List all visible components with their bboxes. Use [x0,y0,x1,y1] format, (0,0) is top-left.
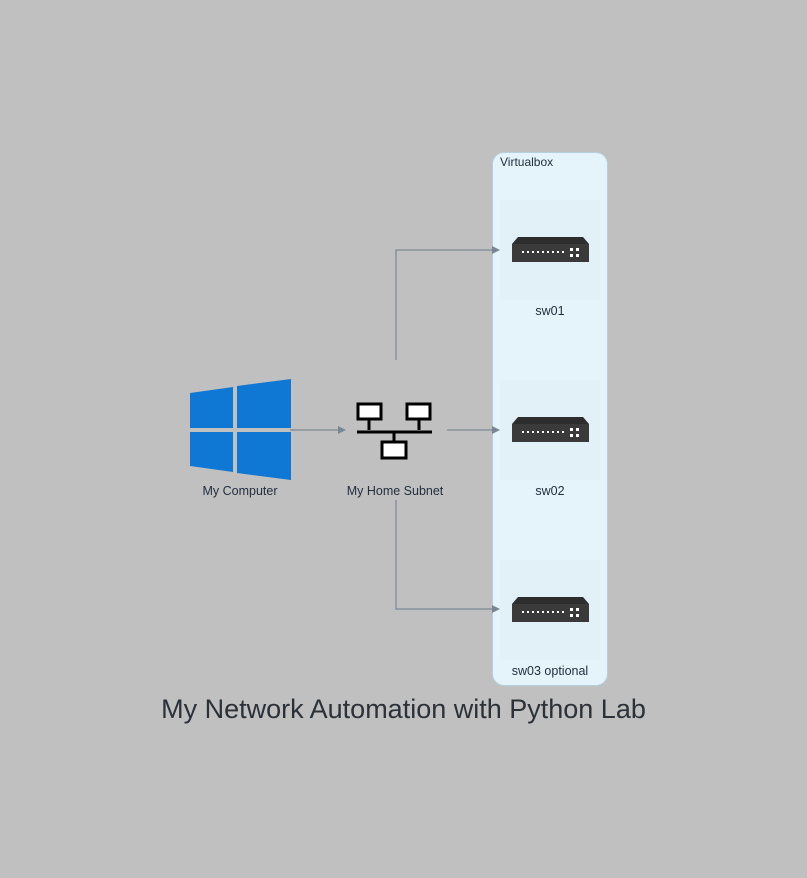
edge-subnet-sw03 [395,500,500,613]
node-label-sw03: sw03 optional [511,664,589,678]
windows-logo-icon [190,379,291,480]
node-label-sw02: sw02 [535,484,565,498]
node-label-sw01: sw01 [535,304,565,318]
diagram-title: My Network Automation with Python Lab [161,694,646,724]
node-label-subnet: My Home Subnet [346,484,444,498]
network-switch-icon [512,417,589,442]
network-switch-icon [512,597,589,622]
node-label-computer: My Computer [202,484,278,498]
edge-subnet-sw01 [395,246,500,360]
cluster-label: Virtualbox [500,155,554,169]
network-switch-icon [512,237,589,262]
network-topology-icon [356,402,432,460]
